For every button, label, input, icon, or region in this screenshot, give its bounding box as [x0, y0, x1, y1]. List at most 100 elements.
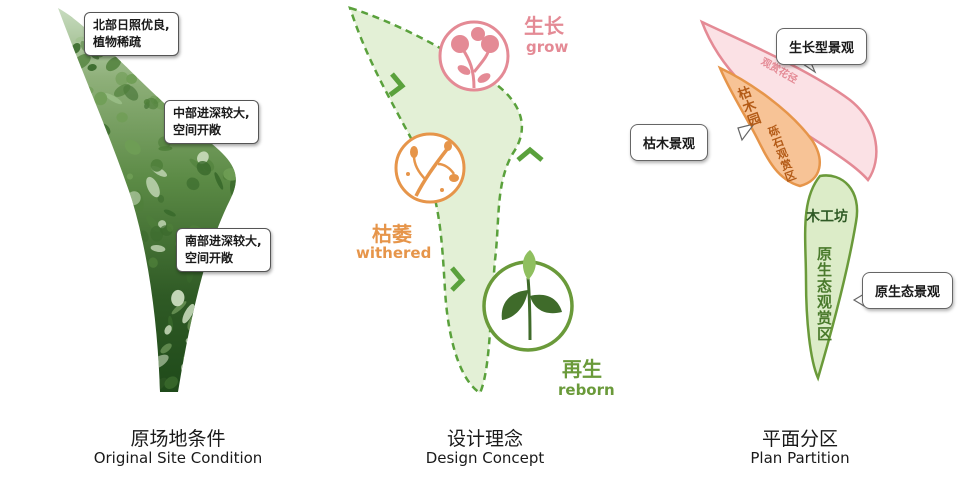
foliage-leaf: [101, 184, 124, 198]
foliage-leaf: [226, 209, 234, 218]
foliage-leaf: [99, 193, 106, 211]
foliage-leaf: [122, 204, 130, 215]
foliage-leaf: [208, 53, 221, 69]
foliage-leaf: [219, 382, 231, 392]
foliage-leaf: [220, 293, 233, 308]
stage-withered-cn: 枯萎: [372, 222, 412, 246]
foliage-leaf: [77, 318, 83, 330]
blossom-icon: [438, 20, 510, 92]
foliage-leaf: [58, 356, 70, 367]
foliage-leaf: [125, 371, 140, 384]
foliage-leaf: [114, 269, 132, 287]
zone-dead-wood: [717, 65, 821, 188]
flow-arrow-1: [388, 72, 406, 97]
foliage-leaf: [58, 375, 68, 388]
foliage-leaf: [108, 193, 118, 203]
foliage-leaf: [160, 343, 172, 354]
foliage-leaf: [104, 93, 123, 105]
foliage-leaf: [113, 83, 131, 97]
foliage-leaf: [76, 161, 87, 184]
site-photo-shape: [58, 8, 236, 392]
foliage-leaf: [126, 173, 133, 180]
foliage-leaf: [116, 193, 126, 204]
foliage-leaf: [177, 78, 199, 90]
foliage-leaf: [197, 151, 209, 164]
foliage-leaf: [100, 145, 110, 153]
callout-growth-landscape: 生长型景观: [776, 28, 868, 65]
foliage-leaf: [150, 225, 164, 242]
foliage-leaf: [78, 290, 90, 302]
foliage-leaf: [163, 209, 176, 217]
foliage-leaf: [85, 173, 99, 187]
design-concept-panel: 生长 grow 枯萎 withered 再生 reborn 设计理念 Desig…: [330, 0, 650, 477]
foliage-leaf: [116, 112, 128, 123]
foliage-leaf: [178, 63, 197, 76]
foliage-leaf: [88, 325, 98, 337]
foliage-leaf: [99, 190, 111, 203]
foliage-leaf: [68, 265, 87, 276]
withered-branch-icon: [394, 132, 466, 204]
foliage-leaf: [78, 133, 94, 149]
foliage-leaf: [134, 288, 150, 303]
foliage-leaf: [58, 352, 63, 370]
foliage-leaf: [234, 309, 236, 318]
site-condition-panel: 北部日照优良, 植物稀疏 中部进深较大, 空间开敞 南部进深较大, 空间开敞 原…: [0, 0, 330, 477]
foliage-leaf: [71, 284, 86, 297]
foliage-leaf: [77, 130, 84, 143]
foliage-leaf: [103, 327, 122, 339]
foliage-leaf: [171, 301, 187, 315]
foliage-leaf: [150, 244, 166, 253]
foliage-leaf: [196, 296, 210, 311]
foliage-leaf: [58, 383, 70, 392]
foliage-leaf: [229, 343, 236, 354]
foliage-leaf: [182, 303, 195, 324]
flow-arrow-2: [516, 146, 544, 162]
callout-middle: 中部进深较大, 空间开敞: [164, 100, 259, 144]
foliage-leaf: [145, 62, 153, 70]
callout-dead-wood-landscape: 枯木景观: [630, 124, 709, 161]
foliage-leaf: [96, 340, 105, 352]
foliage-leaf: [96, 379, 114, 386]
foliage-leaf: [222, 288, 227, 307]
foliage-leaf: [77, 99, 87, 110]
foliage-leaf: [81, 369, 93, 376]
foliage-leaf: [225, 17, 233, 41]
concept-caption-cn: 设计理念: [446, 428, 523, 450]
foliage-leaf: [64, 71, 69, 79]
foliage-leaf: [166, 223, 174, 232]
foliage-leaf: [185, 47, 200, 62]
callout-south: 南部进深较大, 空间开敞: [176, 228, 271, 272]
foliage-leaf: [109, 222, 126, 241]
foliage-leaf: [146, 176, 160, 198]
foliage-leaf: [72, 196, 82, 203]
foliage-leaf: [230, 288, 236, 299]
foliage-leaf: [115, 71, 129, 86]
foliage-leaf: [140, 230, 149, 243]
foliage-leaf: [183, 71, 194, 82]
site-caption-en: Original Site Condition: [93, 449, 263, 467]
foliage-leaf: [58, 213, 70, 231]
callout-eco-landscape: 原生态景观: [862, 272, 954, 309]
sprout-icon: [482, 250, 574, 352]
foliage-leaf: [87, 64, 97, 71]
pointer-dead-wood: [737, 123, 756, 142]
foliage-leaf: [157, 194, 165, 203]
site-caption-cn: 原场地条件: [130, 428, 226, 450]
foliage-leaf: [75, 36, 85, 43]
foliage-leaf: [105, 56, 122, 72]
foliage-leaf: [218, 38, 233, 60]
foliage-leaf: [171, 289, 185, 307]
foliage-leaf: [203, 13, 216, 25]
foliage-leaf: [63, 145, 85, 152]
foliage-leaf: [58, 371, 66, 380]
foliage-leaf: [227, 359, 236, 369]
foliage-leaf: [76, 226, 91, 245]
plan-partition-panel: 观赏花径 枯木园 砾石观赏区 木工坊 原生态观赏区 生长型景观 枯木景观 原生态…: [630, 0, 960, 477]
foliage-leaf: [94, 91, 108, 106]
foliage-leaf: [79, 125, 99, 142]
foliage-leaf: [230, 328, 236, 334]
stage-reborn-cn: 再生: [562, 357, 602, 381]
foliage-leaf: [219, 304, 232, 314]
stage-withered-en: withered: [356, 244, 432, 262]
foliage-leaf: [150, 159, 163, 172]
